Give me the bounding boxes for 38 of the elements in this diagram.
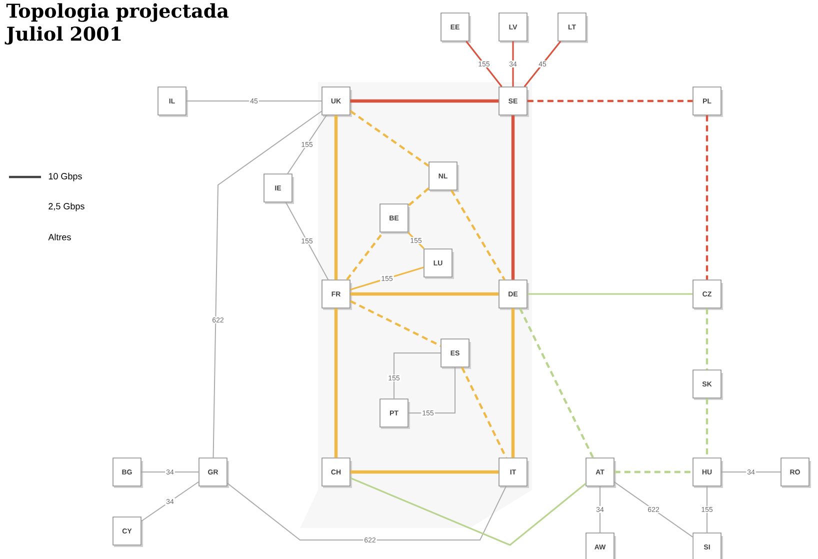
legend-label: Altres — [48, 234, 71, 240]
link-line — [186, 100, 322, 102]
legend-label: 2,5 Gbps — [48, 202, 84, 212]
link-line — [706, 115, 708, 280]
link-line — [350, 477, 586, 546]
title: Topologia projectada Juliol 2001 — [4, 3, 229, 45]
link-line — [350, 292, 499, 296]
link-line — [350, 300, 442, 347]
link-line — [140, 481, 200, 522]
legend-label: 10 Gbps — [48, 172, 82, 182]
link-line — [334, 115, 338, 280]
link-line — [350, 110, 430, 167]
link-line — [511, 308, 515, 458]
link-line — [287, 114, 327, 174]
link-line — [334, 308, 338, 458]
link-line — [350, 470, 499, 474]
link-line — [226, 482, 507, 540]
link-line — [706, 486, 708, 534]
link-line — [614, 482, 694, 538]
link-line — [614, 470, 693, 474]
link-line — [346, 232, 384, 280]
link-line — [466, 40, 502, 88]
link-line — [512, 41, 514, 87]
link-line — [511, 115, 515, 280]
link-line — [212, 110, 322, 458]
link-line — [450, 190, 506, 280]
link-line — [408, 366, 456, 414]
link-line — [527, 293, 693, 295]
link-line — [519, 308, 594, 458]
link-line — [350, 266, 424, 290]
link-line — [524, 40, 562, 88]
link-line — [408, 188, 430, 206]
link-line — [527, 100, 693, 102]
link-line — [285, 202, 329, 280]
link-line — [394, 352, 442, 400]
link-line — [350, 99, 499, 103]
link-line — [706, 308, 708, 370]
link-line — [461, 366, 507, 458]
